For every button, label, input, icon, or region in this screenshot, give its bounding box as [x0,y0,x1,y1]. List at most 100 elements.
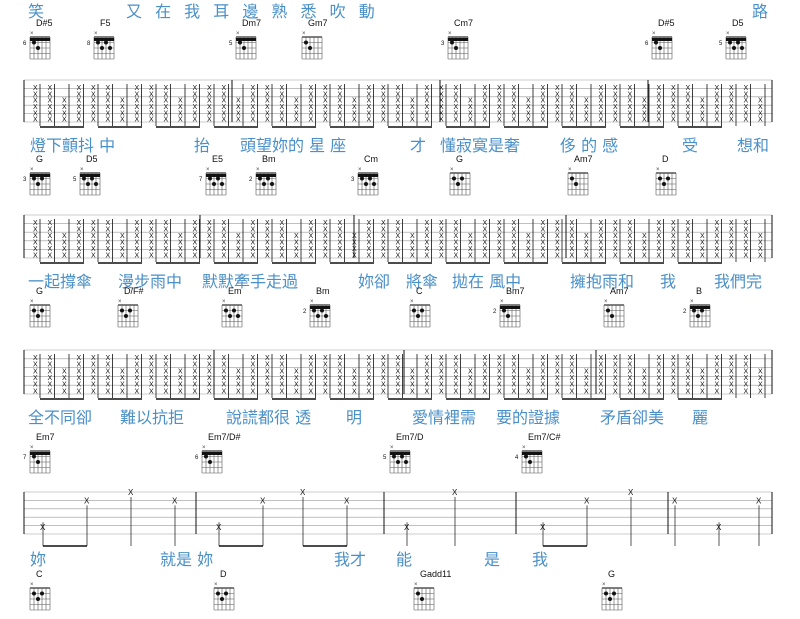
strum-note: X [367,246,372,253]
strum-note: X [744,355,749,362]
strum-note: X [671,246,676,253]
strum-note: X [193,233,198,240]
strum-note: X [33,355,38,362]
strum-note: X [628,388,633,395]
strum-note: X [106,110,111,117]
strum-note: X [729,362,734,369]
strum-note: X [512,91,517,98]
chord-barre [236,38,256,41]
strum-note: X [178,253,183,260]
strum-note: X [613,240,618,247]
strum-note: X [512,388,517,395]
chord-dot [32,454,36,459]
strum-note: X [135,85,140,92]
strum-note: X [323,104,328,111]
strum-note: X [193,91,198,98]
strum-note: X [381,246,386,253]
strum-note: X [367,85,372,92]
strum-note: X [541,233,546,240]
strum-note: X [758,233,763,240]
strum-note: X [744,220,749,227]
strum-note: X [642,382,647,389]
strum-note: X [251,91,256,98]
strum-note: X [454,388,459,395]
lyric: 拋在 風中 [452,272,522,291]
chord-dot [524,454,528,459]
strum-note: X [628,104,633,111]
strum-note: X [599,355,604,362]
chord-dot [224,308,228,313]
strum-note: X [700,110,705,117]
strum-note: X [526,368,531,375]
strum-note: X [599,375,604,382]
strum-note: X [48,240,53,247]
strum-note: X [613,227,618,234]
strum-note: X [642,368,647,375]
chord-dot [40,308,44,313]
chord-dot [320,308,324,313]
strum-note: X [555,382,560,389]
strum-note: X [454,104,459,111]
strum-note: X [294,98,299,105]
chord-dot [728,40,732,45]
strum-note: X [512,362,517,369]
strum-note: X [106,355,111,362]
strum-note: X [265,117,270,124]
strum-note: X [62,388,67,395]
strum-note: X [381,375,386,382]
strum-note: X [439,375,444,382]
strum-note: X [700,382,705,389]
strum-note: X [613,85,618,92]
strum-note: X [686,104,691,111]
strum-note: X [309,246,314,253]
strum-note: X [164,246,169,253]
strum-note: X [323,110,328,117]
strum-note: X [497,246,502,253]
strum-note: X [439,110,444,117]
strum-note: X [265,220,270,227]
strum-note: X [396,375,401,382]
chord-mute-mark: × [214,582,218,588]
chord-name: G [36,154,43,164]
strum-note: X [62,253,67,260]
strum-note: X [48,227,53,234]
chord-mute-mark: × [604,299,608,305]
strum-note: X [410,98,415,105]
strum-note: X [48,117,53,124]
chord-name: Em [228,286,242,296]
strum-note: X [744,110,749,117]
strum-note: X [526,388,531,395]
strum-note: X [686,388,691,395]
strum-note: X [280,362,285,369]
strum-note: X [381,91,386,98]
strum-note: X [468,110,473,117]
strum-note: X [439,233,444,240]
strum-note: X [729,240,734,247]
strum-note: X [715,368,720,375]
strum-note: X [715,375,720,382]
lyric: 受 [682,136,699,155]
strum-note: X [686,240,691,247]
strum-note: X [338,117,343,124]
strum-note: X [671,355,676,362]
strum-note: X [555,110,560,117]
chord-fret-number: 2 [303,309,307,315]
strum-note: X [207,104,212,111]
strum-note: X [439,382,444,389]
strum-note: X [251,220,256,227]
strum-note: X [280,246,285,253]
chord-diagram: Em7/D#6× [195,432,241,474]
strum-note: X [657,104,662,111]
strum-note: X [309,253,314,260]
chord-dot [204,454,208,459]
strum-note: X [700,246,705,253]
strum-note: X [91,117,96,124]
strum-note: X [48,368,53,375]
strum-note: X [642,117,647,124]
strum-note: X [149,104,154,111]
chord-fret-number: 7 [199,177,203,183]
strum-note: X [265,233,270,240]
strum-note: X [120,110,125,117]
strum-note: X [526,233,531,240]
strum-note: X [323,355,328,362]
